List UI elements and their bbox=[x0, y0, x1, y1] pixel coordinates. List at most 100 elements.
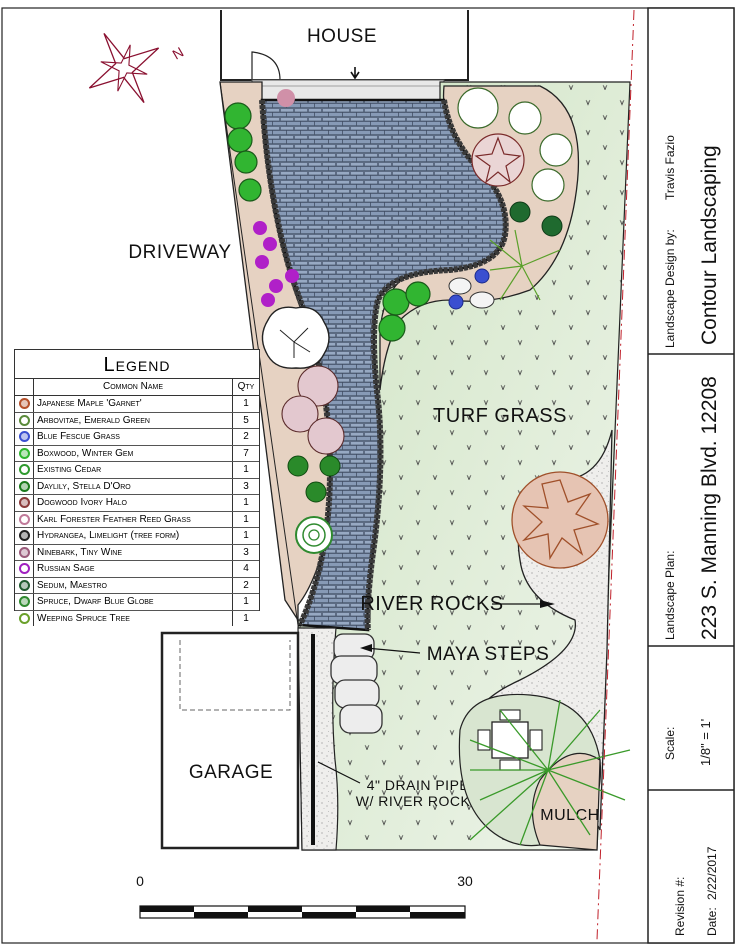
legend-row: Japanese Maple 'Garnet' 1 bbox=[15, 396, 259, 413]
house: HOUSE bbox=[220, 10, 469, 101]
legend-item-qty: 5 bbox=[243, 414, 249, 426]
legend-item-name: Weeping Spruce Tree bbox=[34, 610, 233, 626]
legend-item-qty: 7 bbox=[243, 447, 249, 459]
legend-row: Hydrangea, Limelight (tree form) 1 bbox=[15, 528, 259, 545]
legend-col-name: Common Name bbox=[34, 379, 233, 395]
legend-row: Blue Fescue Grass 2 bbox=[15, 429, 259, 446]
weeping-spruce-icon bbox=[18, 612, 30, 624]
spruce-icon bbox=[18, 596, 30, 608]
legend-item-qty: 1 bbox=[243, 513, 249, 525]
sedum-icon bbox=[18, 579, 30, 591]
legend-title: Legend bbox=[15, 350, 259, 379]
designer-name: Travis Fazio bbox=[663, 135, 677, 200]
fern-plant bbox=[489, 229, 561, 301]
daylily-plants bbox=[287, 455, 341, 503]
blue-fescue-plants bbox=[448, 268, 490, 310]
legend-row: Daylily, Stella D'Oro 3 bbox=[15, 478, 259, 495]
legend-item-name: Boxwood, Winter Gem bbox=[34, 445, 233, 461]
revision-label: Revision #: bbox=[673, 877, 687, 936]
maya-steps-label: MAYA STEPS bbox=[427, 644, 550, 665]
legend-item-qty: 4 bbox=[243, 563, 249, 574]
legend-item-name: Daylily, Stella D'Oro bbox=[34, 478, 233, 494]
company-name: Contour Landscaping bbox=[698, 145, 721, 345]
sage-icon bbox=[18, 563, 30, 575]
maya-steps bbox=[330, 633, 383, 734]
legend-item-name: Hydrangea, Limelight (tree form) bbox=[34, 528, 233, 544]
date-value: 2/22/2017 bbox=[705, 846, 719, 900]
scale-bar: 0 30 bbox=[136, 873, 473, 919]
garage: GARAGE bbox=[160, 631, 300, 850]
legend-item-qty: 1 bbox=[243, 596, 249, 607]
property-line bbox=[596, 9, 635, 941]
hydrangea-shrubs bbox=[281, 365, 345, 455]
legend-row: Ninebark, Tiny Wine 3 bbox=[15, 544, 259, 561]
date-label: Date: bbox=[705, 907, 719, 936]
maple-icon bbox=[18, 398, 30, 410]
hydrangea-icon bbox=[18, 530, 30, 542]
dogwood-icon bbox=[18, 497, 30, 509]
ninebark-icon bbox=[18, 546, 30, 558]
drain-label-line2: W/ RIVER ROCKS bbox=[356, 793, 480, 809]
reed-grass-icon bbox=[18, 513, 30, 525]
compass-rose: N bbox=[88, 32, 187, 104]
legend-row: Weeping Spruce Tree 1 bbox=[15, 610, 259, 626]
legend-item-qty: 1 bbox=[243, 464, 249, 475]
daylily-icon bbox=[18, 480, 30, 492]
garage-label: GARAGE bbox=[189, 762, 273, 783]
arborvitae-icon bbox=[18, 414, 30, 426]
legend-row: Boxwood, Winter Gem 7 bbox=[15, 445, 259, 462]
legend-row: Arbovitae, Emerald Green 5 bbox=[15, 412, 259, 429]
scale-label: Scale: bbox=[663, 727, 677, 760]
river-rocks-label: RIVER ROCKS bbox=[360, 593, 503, 615]
turf-label: TURF GRASS bbox=[433, 405, 567, 427]
plan-address: 223 S. Manning Blvd. 12208 bbox=[698, 376, 721, 640]
legend-item-name: Spruce, Dwarf Blue Globe bbox=[34, 594, 233, 610]
boxwood-icon bbox=[18, 447, 30, 459]
reed-grass-plants bbox=[277, 89, 295, 107]
sedum-plants bbox=[509, 201, 563, 237]
legend-row: Spruce, Dwarf Blue Globe 1 bbox=[15, 594, 259, 611]
legend-item-qty: 3 bbox=[243, 546, 249, 558]
legend-item-name: Japanese Maple 'Garnet' bbox=[34, 396, 233, 412]
designer-label: Landscape Design by: bbox=[663, 229, 677, 348]
existing-cedar-tree bbox=[261, 306, 330, 369]
legend-row: Sedum, Maestro 2 bbox=[15, 577, 259, 594]
legend-item-qty: 2 bbox=[243, 431, 249, 442]
title-block: Landscape Design by: Travis Fazio Contou… bbox=[647, 7, 735, 944]
legend-item-name: Blue Fescue Grass bbox=[34, 429, 233, 445]
legend-item-name: Ninebark, Tiny Wine bbox=[34, 544, 233, 560]
legend-item-name: Russian Sage bbox=[34, 561, 233, 577]
legend-item-qty: 2 bbox=[243, 579, 249, 591]
north-letter: N bbox=[170, 44, 187, 63]
legend-item-qty: 1 bbox=[243, 398, 249, 409]
arborvitae-shrubs bbox=[457, 87, 573, 202]
mulch-label: MULCH bbox=[540, 807, 599, 824]
legend-item-qty: 3 bbox=[243, 480, 249, 492]
legend-header: Common Name Qty bbox=[15, 379, 259, 396]
drain-label-line1: 4" DRAIN PIPE bbox=[367, 777, 470, 793]
plan-label: Landscape Plan: bbox=[663, 551, 677, 640]
scale-value: 1/8" = 1' bbox=[698, 719, 713, 766]
legend-row: Russian Sage 4 bbox=[15, 561, 259, 578]
driveway-label: DRIVEWAY bbox=[128, 242, 231, 263]
legend-item-name: Karl Forester Feather Reed Grass bbox=[34, 511, 233, 527]
legend-item-qty: 1 bbox=[243, 530, 249, 541]
scale-start-label: 0 bbox=[136, 873, 144, 889]
boulders bbox=[448, 277, 495, 309]
house-label: HOUSE bbox=[307, 26, 377, 47]
boxwood-shrubs bbox=[224, 102, 431, 342]
cedar-icon bbox=[18, 464, 30, 476]
legend-item-name: Arbovitae, Emerald Green bbox=[34, 412, 233, 428]
fescue-icon bbox=[18, 431, 30, 443]
legend-item-qty: 1 bbox=[243, 612, 249, 624]
legend-row: Karl Forester Feather Reed Grass 1 bbox=[15, 511, 259, 528]
legend-item-qty: 1 bbox=[243, 497, 249, 508]
legend-item-name: Sedum, Maestro bbox=[34, 577, 233, 593]
scale-end-label: 30 bbox=[457, 873, 473, 889]
weeping-spruce-tree bbox=[469, 699, 631, 846]
mulch-bed bbox=[531, 752, 601, 851]
dogwood-tree bbox=[471, 133, 525, 187]
